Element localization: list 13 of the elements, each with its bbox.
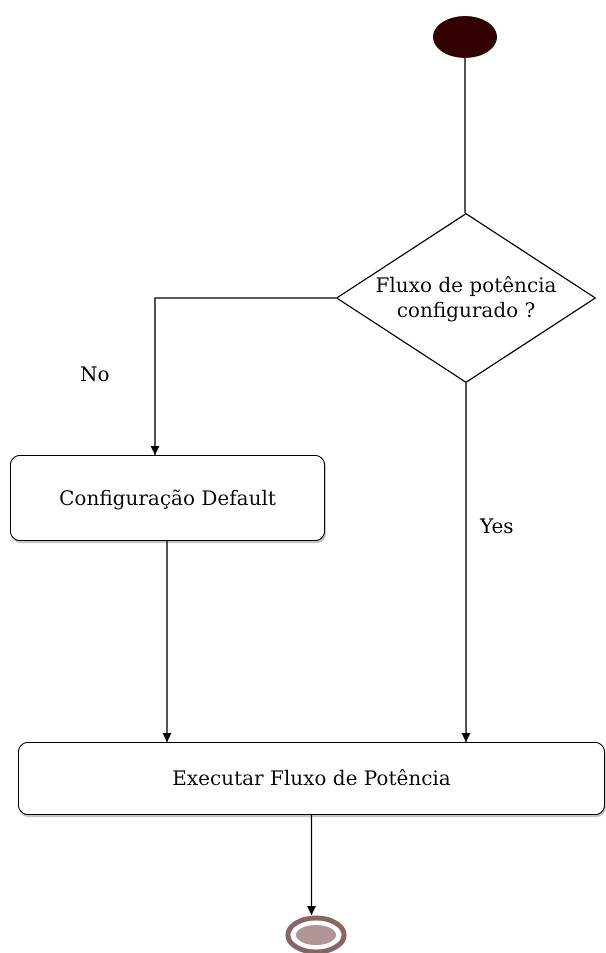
action-box bbox=[10, 455, 325, 541]
action-text: Executar Fluxo de Potência bbox=[172, 766, 451, 791]
start-node bbox=[433, 16, 497, 58]
decision-diamond bbox=[336, 213, 596, 383]
action-text: Configuração Default bbox=[59, 486, 276, 510]
arrow bbox=[162, 541, 172, 742]
arrow bbox=[150, 297, 336, 455]
arrow bbox=[307, 815, 316, 915]
decision-text: Fluxo de potência configurado ? bbox=[374, 273, 558, 323]
action-box bbox=[18, 742, 605, 815]
arrow bbox=[462, 383, 470, 742]
end-node bbox=[285, 915, 347, 953]
connector-line bbox=[464, 58, 466, 213]
